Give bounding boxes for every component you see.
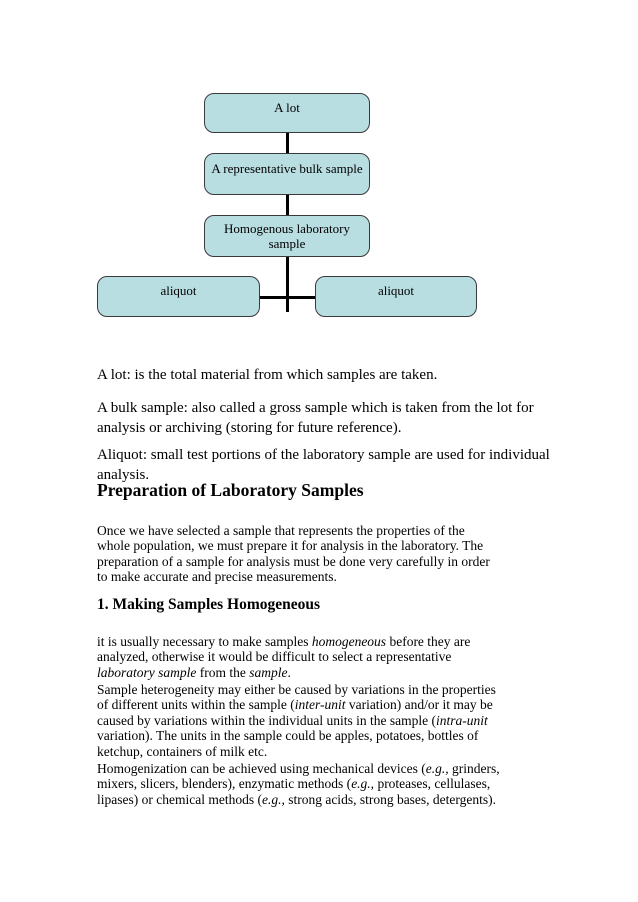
flow-box-homogenous-sample: Homogenous laboratory sample	[204, 215, 370, 257]
flow-box-bulk-sample: A representative bulk sample	[204, 153, 370, 195]
connector-aliquot-crossbar	[260, 296, 315, 299]
connector-lot-bulk	[286, 133, 289, 153]
flow-box-lot: A lot	[204, 93, 370, 133]
definition-lot: A lot: is the total material from which …	[97, 367, 438, 383]
paragraph-homogeneous-necessity: it is usually necessary to make samples …	[97, 633, 471, 680]
paragraph-homogenization-methods: Homogenization can be achieved using mec…	[97, 760, 500, 807]
definition-aliquot: Aliquot: small test portions of the labo…	[97, 447, 550, 483]
paragraph-preparation-intro: Once we have selected a sample that repr…	[97, 522, 490, 585]
flow-box-aliquot-right: aliquot	[315, 276, 477, 317]
connector-bulk-homogenous	[286, 195, 289, 215]
section-heading-preparation: Preparation of Laboratory Samples	[97, 480, 364, 500]
connector-homogenous-aliquots	[286, 257, 289, 312]
subsection-heading-making-samples-homogeneous: 1. Making Samples Homogeneous	[97, 596, 321, 613]
sampling-flowchart: A lot A representative bulk sample Homog…	[0, 0, 638, 340]
flow-box-aliquot-left: aliquot	[97, 276, 260, 317]
definition-bulk-sample: A bulk sample: also called a gross sampl…	[97, 400, 534, 436]
paragraph-sample-heterogeneity: Sample heterogeneity may either be cause…	[97, 681, 496, 759]
